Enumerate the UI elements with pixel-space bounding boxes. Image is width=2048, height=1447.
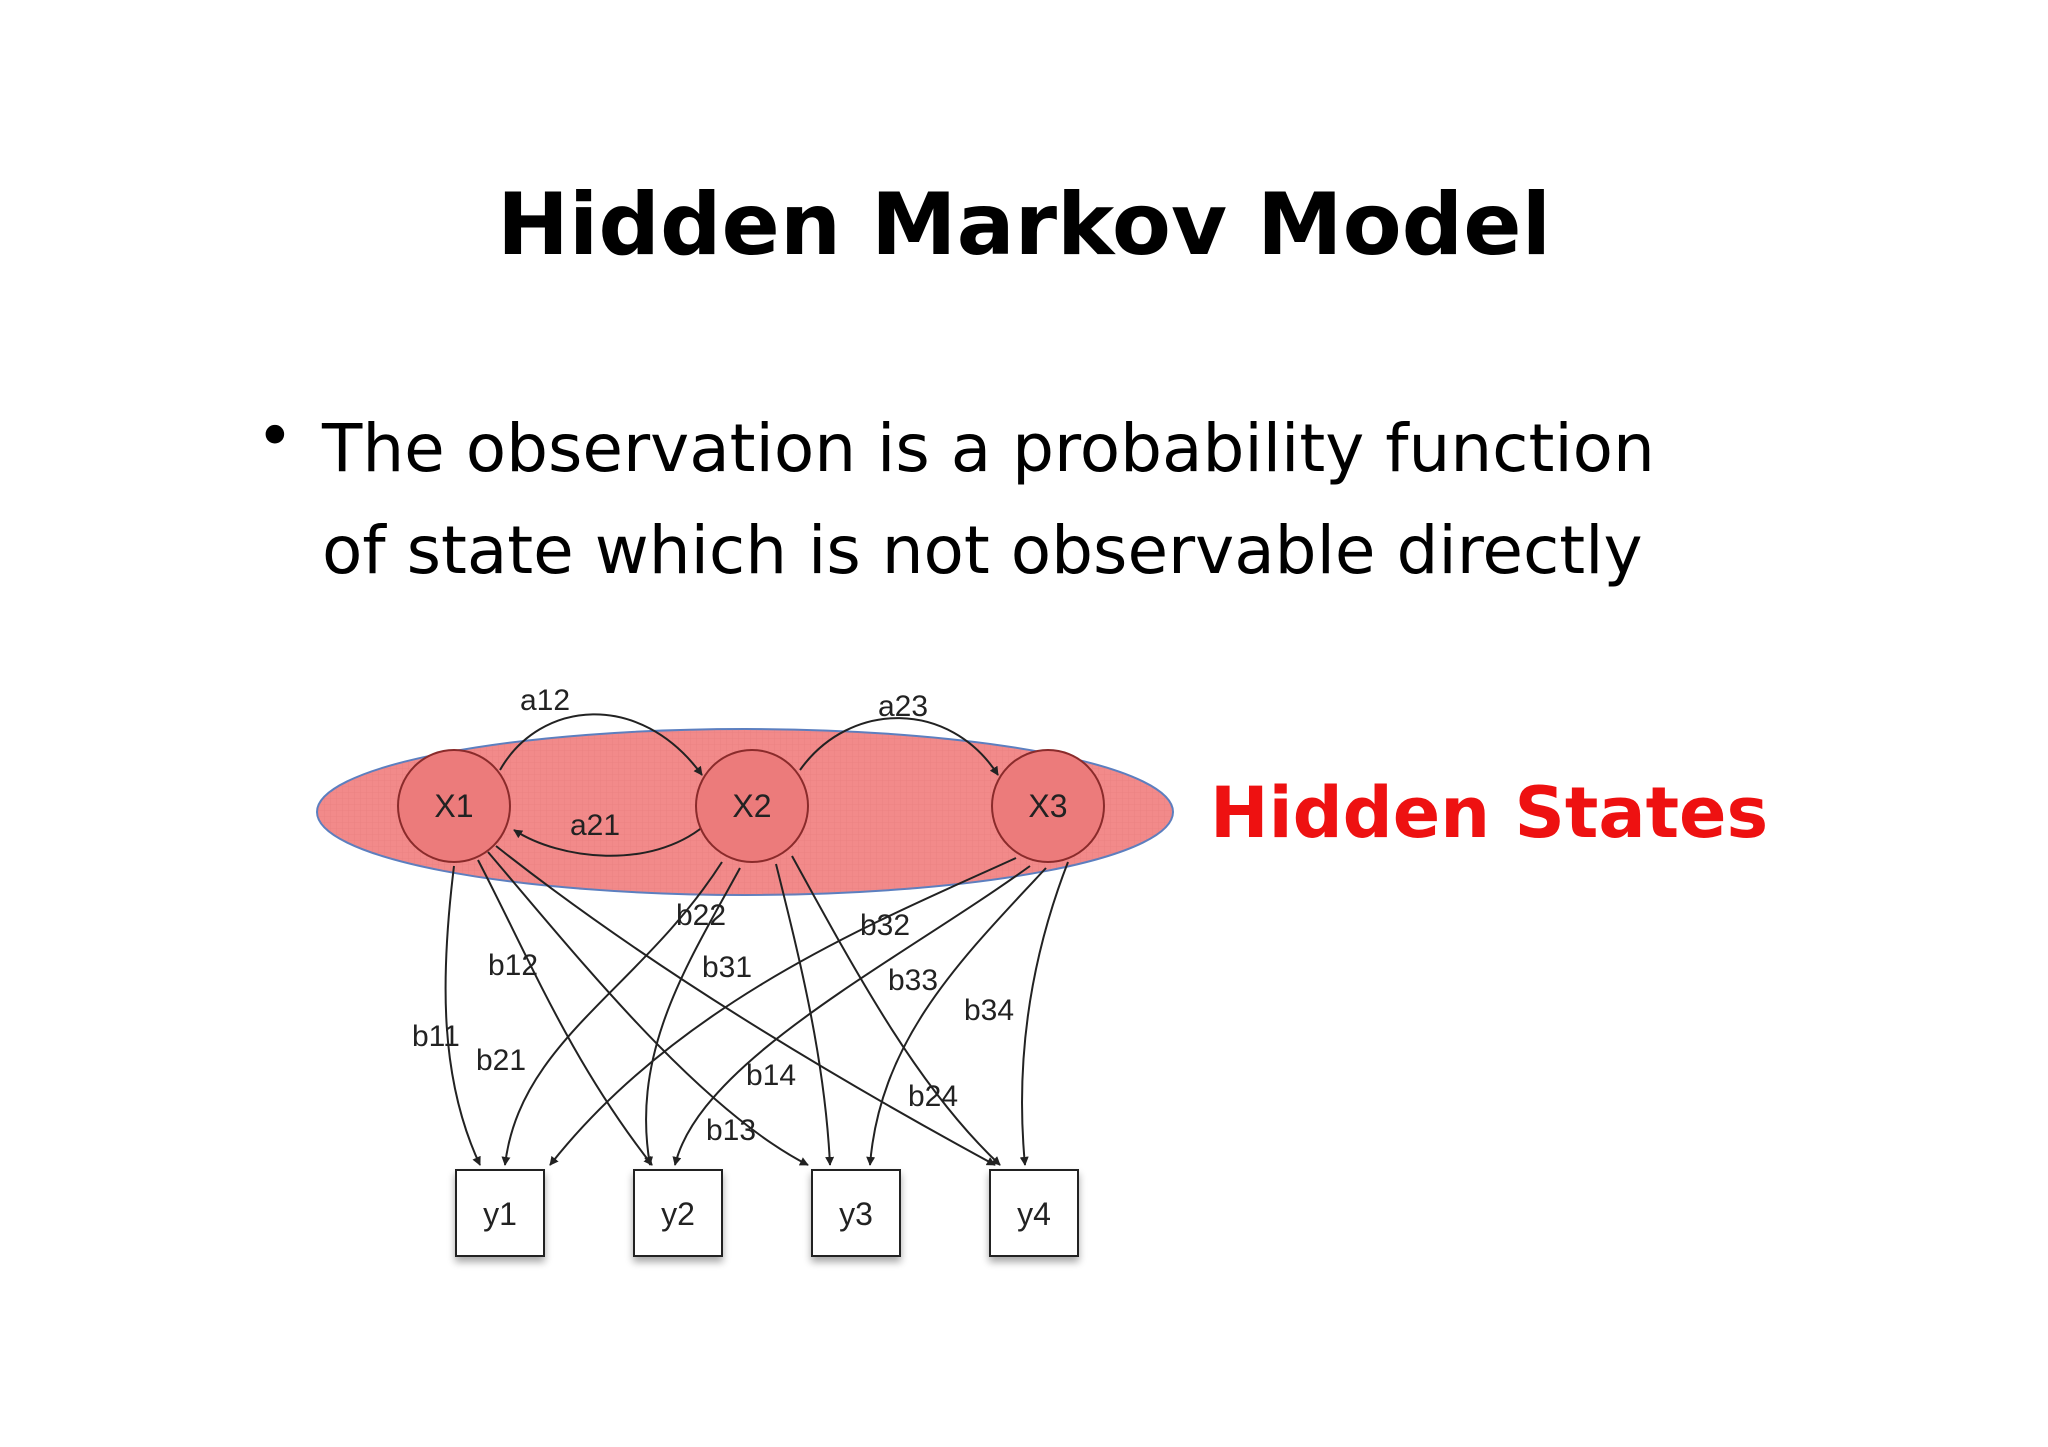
state-node-x1 xyxy=(397,749,511,863)
label-b22: b22 xyxy=(676,899,726,932)
label-b21: b21 xyxy=(476,1044,526,1077)
label-b14: b14 xyxy=(746,1059,796,1092)
emission-arrow-x1-y1 xyxy=(444,865,481,1166)
label-b11: b11 xyxy=(412,1020,460,1053)
transition-labels: a12 a21 a23 xyxy=(520,684,928,842)
bullet-text: The observation is a probability functio… xyxy=(322,398,1822,602)
emission-arrow-x2-y4 xyxy=(791,855,1001,1166)
obs-label-y4: y4 xyxy=(1017,1196,1051,1232)
emission-arrow-x1-y4 xyxy=(495,845,996,1166)
hidden-state-nodes: X1 X2 X3 xyxy=(397,749,1105,863)
emission-arrow-x2-y2 xyxy=(644,867,741,1166)
slide-title: Hidden Markov Model xyxy=(496,175,1552,275)
emission-arrow-x2-y1 xyxy=(501,861,723,1166)
obs-label-y1: y1 xyxy=(483,1196,517,1232)
emission-arrow-x1-y2 xyxy=(477,859,653,1166)
transition-arrow-x2-x1 xyxy=(513,825,705,857)
label-b33-mid: b33 xyxy=(888,964,938,997)
transition-arrow-x1-x2 xyxy=(499,713,703,776)
state-node-x2 xyxy=(695,749,809,863)
emission-arrow-x2-y3 xyxy=(775,863,835,1166)
bullet-line-1: The observation is a probability functio… xyxy=(322,410,1655,487)
label-a23: a23 xyxy=(878,690,928,723)
transition-arrows xyxy=(499,713,999,857)
hidden-states-label: Hidden States xyxy=(1210,772,1769,854)
state-label-x3: X3 xyxy=(1028,788,1067,824)
obs-node-y2 xyxy=(633,1169,723,1257)
observation-nodes: y1 y2 y3 y4 xyxy=(455,1169,1079,1257)
label-b24: b24 xyxy=(908,1080,958,1113)
emission-arrow-x3-y3 xyxy=(866,867,1047,1166)
label-b32: b32 xyxy=(860,909,910,942)
state-label-x2: X2 xyxy=(732,788,771,824)
label-b31: b31 xyxy=(702,951,752,984)
label-b13: b13 xyxy=(706,1114,756,1147)
bullet-dot: • xyxy=(256,400,294,474)
obs-label-y3: y3 xyxy=(839,1196,873,1232)
label-a21: a21 xyxy=(570,809,620,842)
obs-node-y4 xyxy=(989,1169,1079,1257)
obs-label-y2: y2 xyxy=(661,1196,695,1232)
emission-arrow-x1-y3 xyxy=(487,851,809,1166)
emission-arrows xyxy=(444,845,1069,1166)
label-a12: a12 xyxy=(520,684,570,717)
emission-labels: b11 b12 b13 b14 b21 b22 b33 b24 b31 b32 … xyxy=(412,899,1014,1147)
state-label-x1: X1 xyxy=(434,788,473,824)
emission-arrow-x3-y4 xyxy=(1019,861,1069,1166)
obs-node-y1 xyxy=(455,1169,545,1257)
bullet-line-2: of state which is not observable directl… xyxy=(322,512,1643,589)
emission-arrow-x3-y1 xyxy=(549,857,1017,1166)
emission-arrow-x3-y2 xyxy=(672,865,1031,1166)
transition-arrow-x2-x3 xyxy=(799,717,999,776)
label-b12: b12 xyxy=(488,949,538,982)
label-b34: b34 xyxy=(964,994,1014,1027)
state-node-x3 xyxy=(991,749,1105,863)
obs-node-y3 xyxy=(811,1169,901,1257)
